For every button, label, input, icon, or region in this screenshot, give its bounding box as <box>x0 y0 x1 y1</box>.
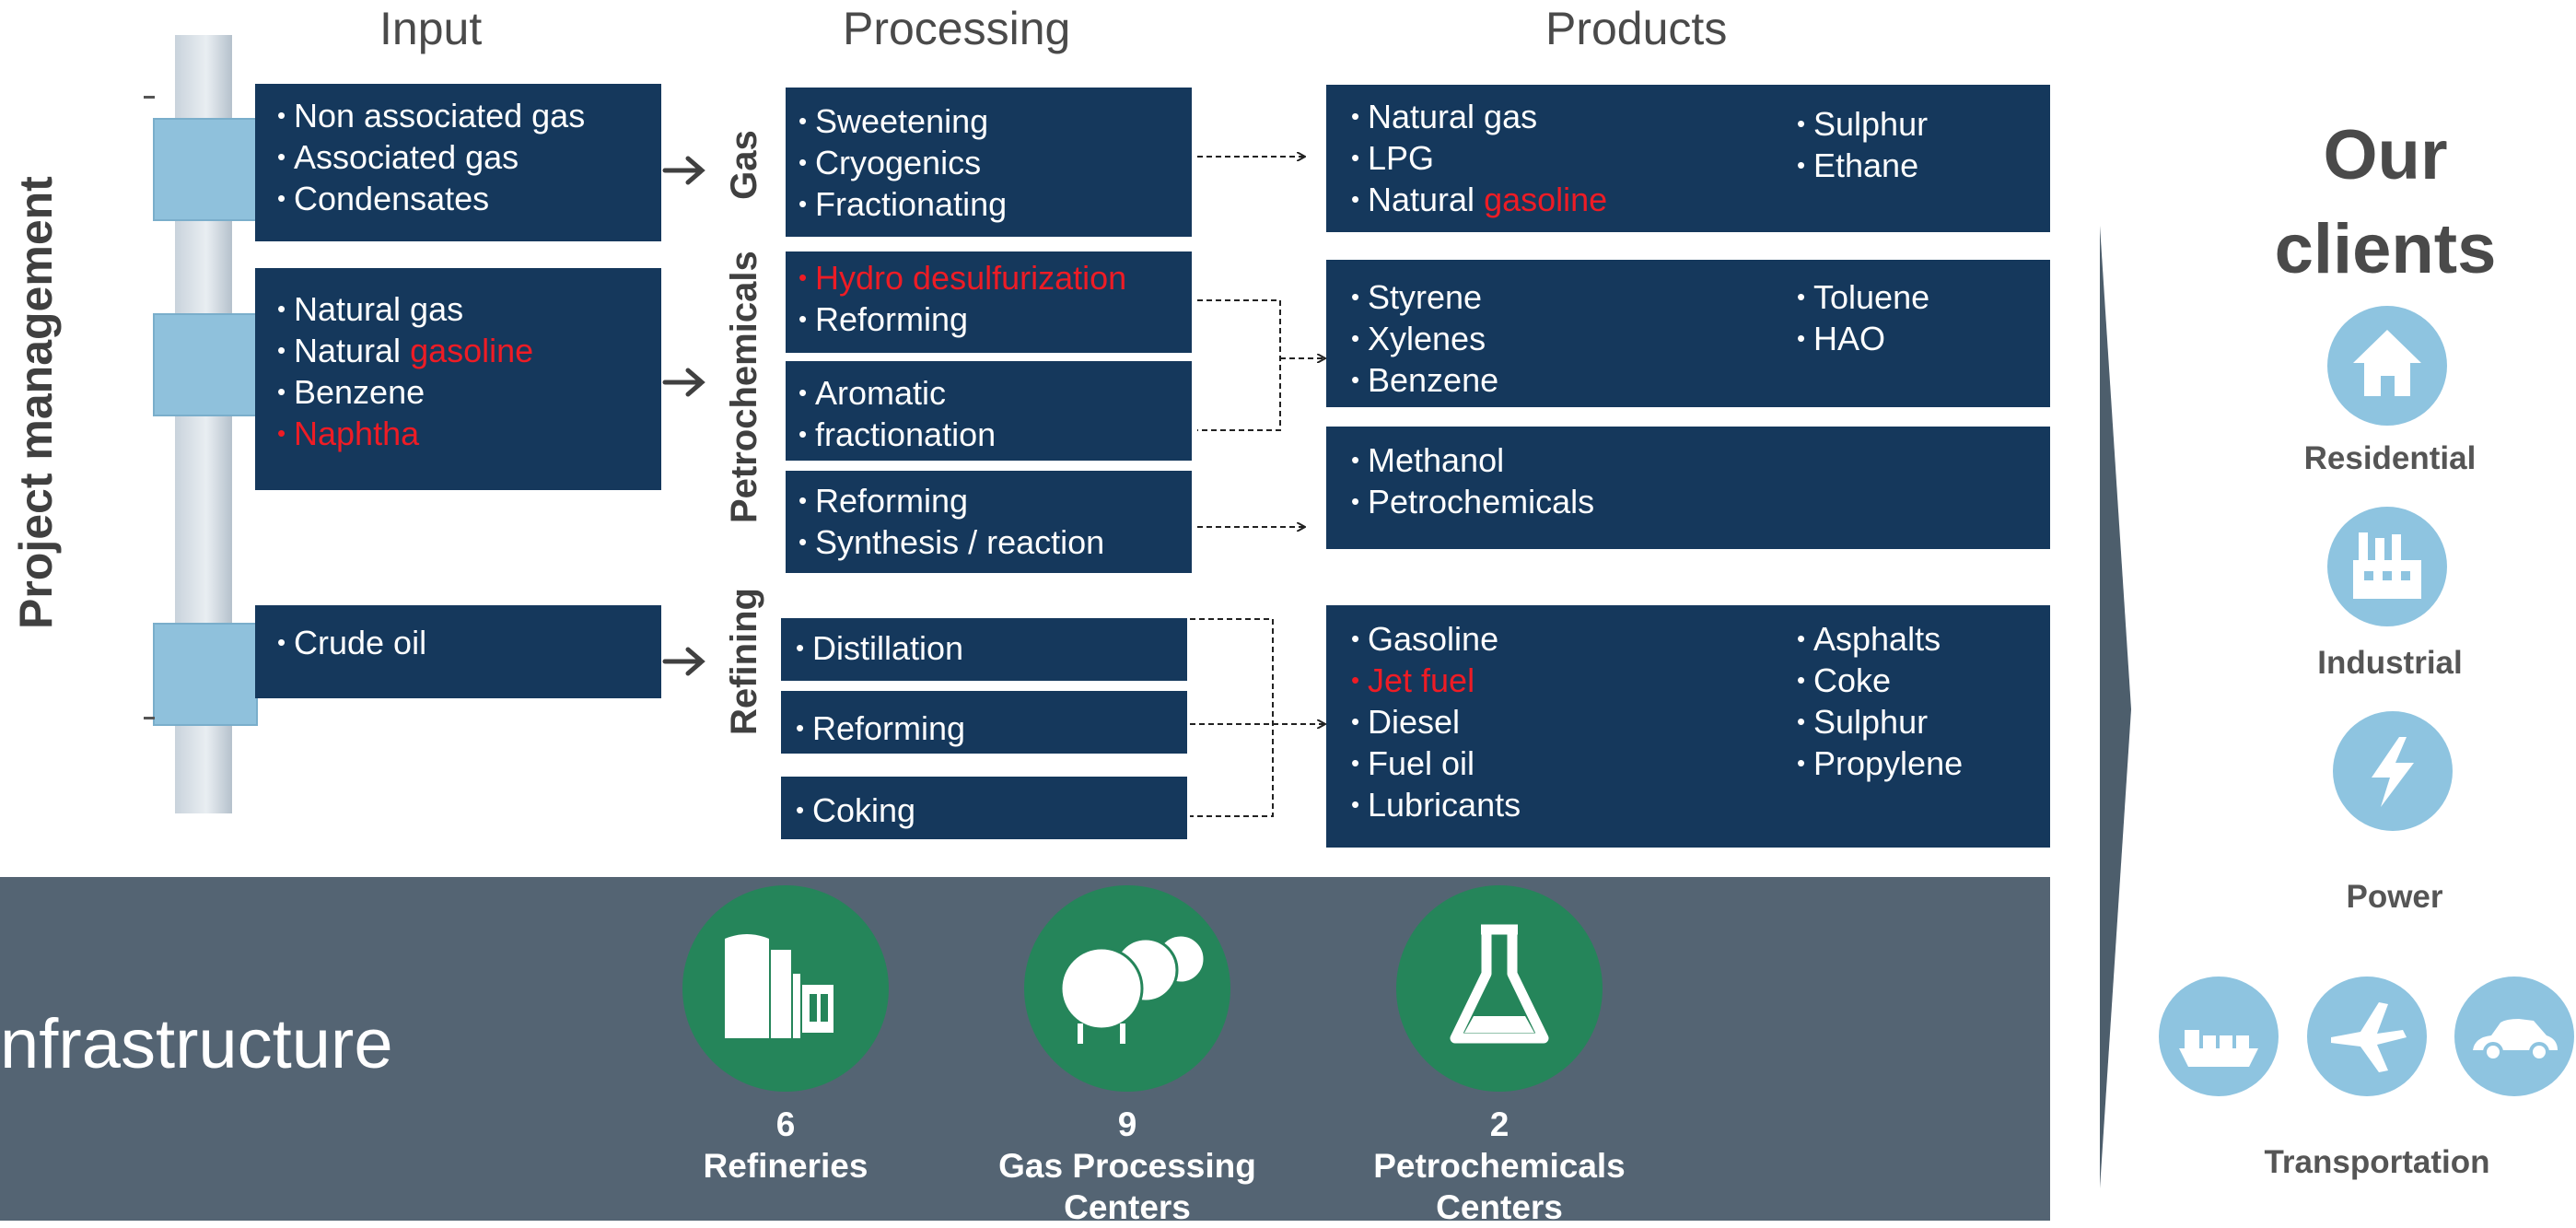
list-item: Aromatic <box>795 372 1192 414</box>
list-item: Non associated gas <box>274 95 661 136</box>
list-item: Associated gas <box>274 136 661 178</box>
list-item: Diesel <box>1347 701 2050 743</box>
infra-label-refineries: 6 Refineries <box>703 1105 868 1185</box>
process-box-gas: Sweetening Cryogenics Fractionating <box>786 88 1192 237</box>
product-box-gas: Natural gas LPG Natural gasoline Sulphur… <box>1326 85 2050 232</box>
list-item: Toluene <box>1793 276 1929 318</box>
lightning-icon <box>2333 711 2453 831</box>
list-item: Fuel oil <box>1347 743 2050 784</box>
list-item: HAO <box>1793 318 1929 359</box>
product-box-aromatics: Styrene Xylenes Benzene Toluene HAO <box>1326 260 2050 407</box>
client-label-transportation: Transportation <box>2264 1144 2490 1180</box>
list-item: Methanol <box>1347 439 2050 481</box>
product-box-petrochem: Methanol Petrochemicals <box>1326 427 2050 549</box>
infra-label-petrochemicals: 2 Petrochemicals Centers <box>1373 1105 1626 1226</box>
list-item: Jet fuel <box>1347 660 2050 701</box>
list-item: LPG <box>1347 137 2050 179</box>
process-box-aromatic: Aromatic fractionation <box>786 361 1192 461</box>
list-item: Lubricants <box>1347 784 2050 825</box>
header-processing: Processing <box>843 3 1071 54</box>
list-item: Coke <box>1793 660 1963 701</box>
list-item: Gasoline <box>1347 618 2050 660</box>
list-item-continuation: fractionation <box>795 414 1192 455</box>
list-item: Sulphur <box>1793 103 1928 145</box>
list-item: Condensates <box>274 178 661 219</box>
list-item: Cryogenics <box>795 142 1192 183</box>
list-item: Benzene <box>1347 359 2050 401</box>
product-box-refining: Gasoline Jet fuel Diesel Fuel oil Lubric… <box>1326 605 2050 848</box>
list-item: Ethane <box>1793 145 1928 186</box>
header-input: Input <box>379 3 483 54</box>
airplane-icon <box>2307 977 2427 1096</box>
flask-icon <box>1396 885 1603 1092</box>
client-label-power: Power <box>2346 879 2443 915</box>
infra-label-gas-processing: 9 Gas Processing Centers <box>998 1105 1256 1226</box>
input-box-gas: Non associated gas Associated gas Conden… <box>255 84 661 241</box>
list-item: Natural gasoline <box>1347 179 2050 220</box>
list-item: Reforming <box>795 298 1192 340</box>
list-item: Distillation <box>792 627 1187 669</box>
house-icon <box>2327 306 2447 426</box>
process-box-reforming: Reforming <box>781 691 1187 754</box>
input-box-refining: Crude oil <box>255 605 661 698</box>
list-item: Benzene <box>274 371 661 413</box>
list-item: Styrene <box>1347 276 2050 318</box>
list-item: Petrochemicals <box>1347 481 2050 522</box>
client-label-industrial: Industrial <box>2317 645 2463 681</box>
process-box-coking: Coking <box>781 777 1187 839</box>
list-item: Xylenes <box>1347 318 2050 359</box>
ship-icon <box>2159 977 2279 1096</box>
header-products: Products <box>1545 3 1728 54</box>
input-box-petrochemicals: Natural gas Natural gasoline Benzene Nap… <box>255 268 661 490</box>
list-item: Sulphur <box>1793 701 1963 743</box>
list-item: Natural gas <box>1347 96 2050 137</box>
list-item: Crude oil <box>274 622 661 663</box>
gas-tanks-icon <box>1024 885 1230 1092</box>
list-item: Synthesis / reaction <box>795 521 1192 563</box>
factory-icon <box>2327 507 2447 626</box>
list-item: Natural gas <box>274 288 661 330</box>
process-box-desulfurization: Hydro desulfurization Reforming <box>786 251 1192 353</box>
list-item: Reforming <box>795 480 1192 521</box>
clients-title: Our clients <box>2274 116 2497 288</box>
list-item: Natural gasoline <box>274 330 661 371</box>
client-label-residential: Residential <box>2303 440 2477 476</box>
list-item: Naphtha <box>274 413 661 454</box>
list-item: Sweetening <box>795 100 1192 142</box>
car-icon <box>2454 977 2574 1096</box>
process-box-synthesis: Reforming Synthesis / reaction <box>786 471 1192 573</box>
list-item: Propylene <box>1793 743 1963 784</box>
list-item: Reforming <box>792 708 1187 749</box>
process-box-distillation: Distillation <box>781 618 1187 681</box>
list-item: Hydro desulfurization <box>795 257 1192 298</box>
list-item: Coking <box>792 789 1187 831</box>
refinery-icon <box>682 885 889 1092</box>
list-item: Fractionating <box>795 183 1192 225</box>
list-item: Asphalts <box>1793 618 1963 660</box>
infrastructure-title: nfrastructure <box>0 1005 393 1083</box>
infrastructure-band <box>0 877 2050 1221</box>
